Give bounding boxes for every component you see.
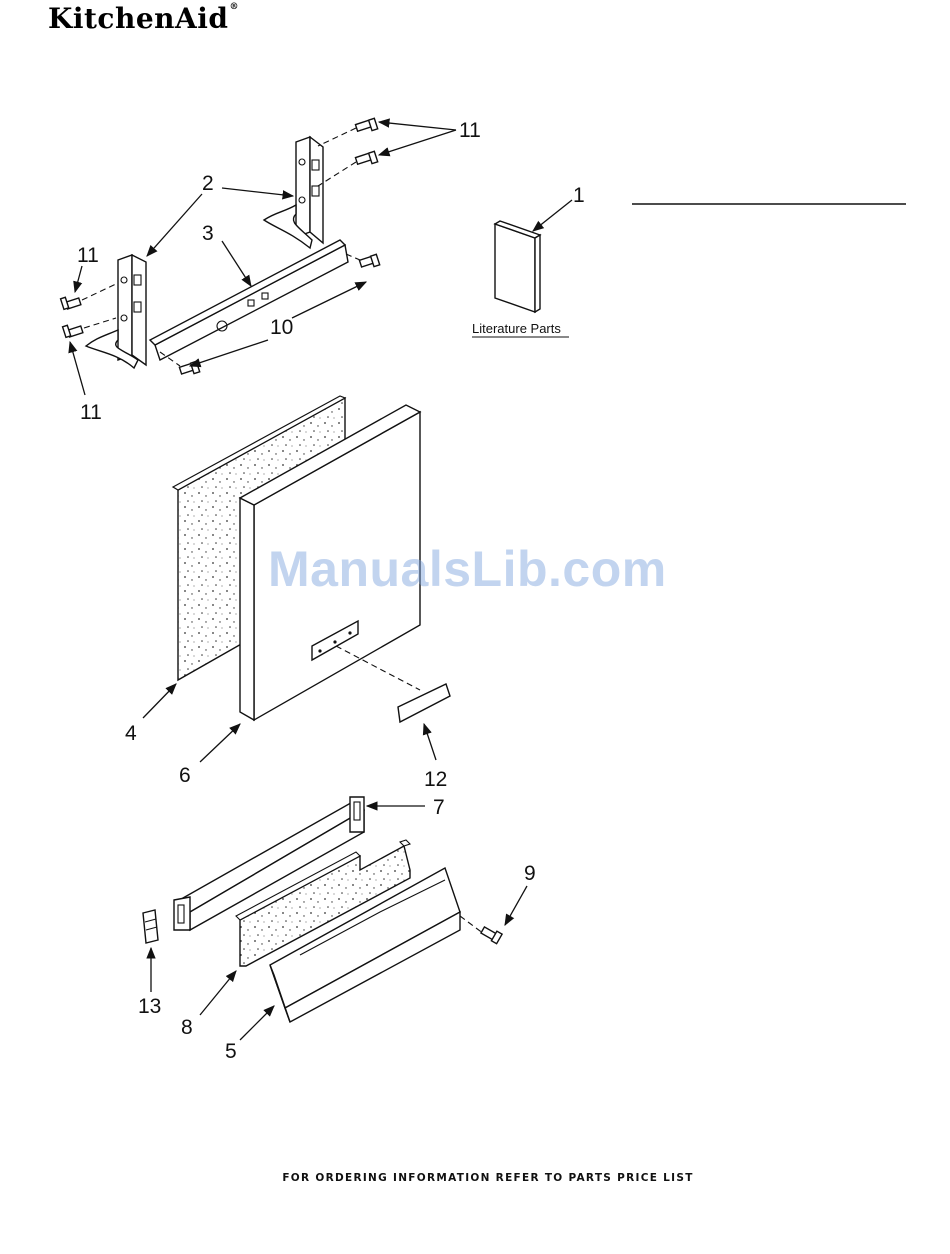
- callout-8: 8: [181, 1016, 193, 1039]
- callout-5: 5: [225, 1040, 237, 1063]
- callout-9: 9: [524, 862, 536, 885]
- watermark: ManualsLib.com: [268, 540, 667, 598]
- callout-7: 7: [433, 796, 445, 819]
- callout-11-left-upper: 11: [77, 244, 99, 267]
- screw-11-top: [355, 118, 377, 131]
- screw-11-left-upper: [61, 297, 81, 309]
- callout-4: 4: [125, 722, 137, 745]
- callout-3: 3: [202, 222, 214, 245]
- screw-10-right: [359, 254, 379, 267]
- screw-11-second: [355, 151, 377, 164]
- callout-11-left-lower: 11: [80, 401, 102, 424]
- mounting-bracket-left: [86, 255, 146, 368]
- callout-11-top: 11: [459, 119, 481, 142]
- literature-booklet: [495, 221, 540, 312]
- callout-12: 12: [424, 768, 447, 791]
- toe-plate-clip: [143, 910, 158, 943]
- callout-6: 6: [179, 764, 191, 787]
- callout-1: 1: [573, 184, 585, 207]
- bracket-crossbar: [150, 240, 348, 360]
- callout-2: 2: [202, 172, 214, 195]
- handle-insert: [398, 684, 450, 722]
- footer-ordering-info: FOR ORDERING INFORMATION REFER TO PARTS …: [0, 1172, 950, 1184]
- screw-11-left-lower: [63, 325, 83, 337]
- literature-parts-label: Literature Parts: [472, 321, 561, 336]
- screw-9: [481, 927, 502, 944]
- mounting-bracket-right: [264, 137, 323, 248]
- callout-10: 10: [270, 316, 293, 339]
- callout-13: 13: [138, 995, 161, 1018]
